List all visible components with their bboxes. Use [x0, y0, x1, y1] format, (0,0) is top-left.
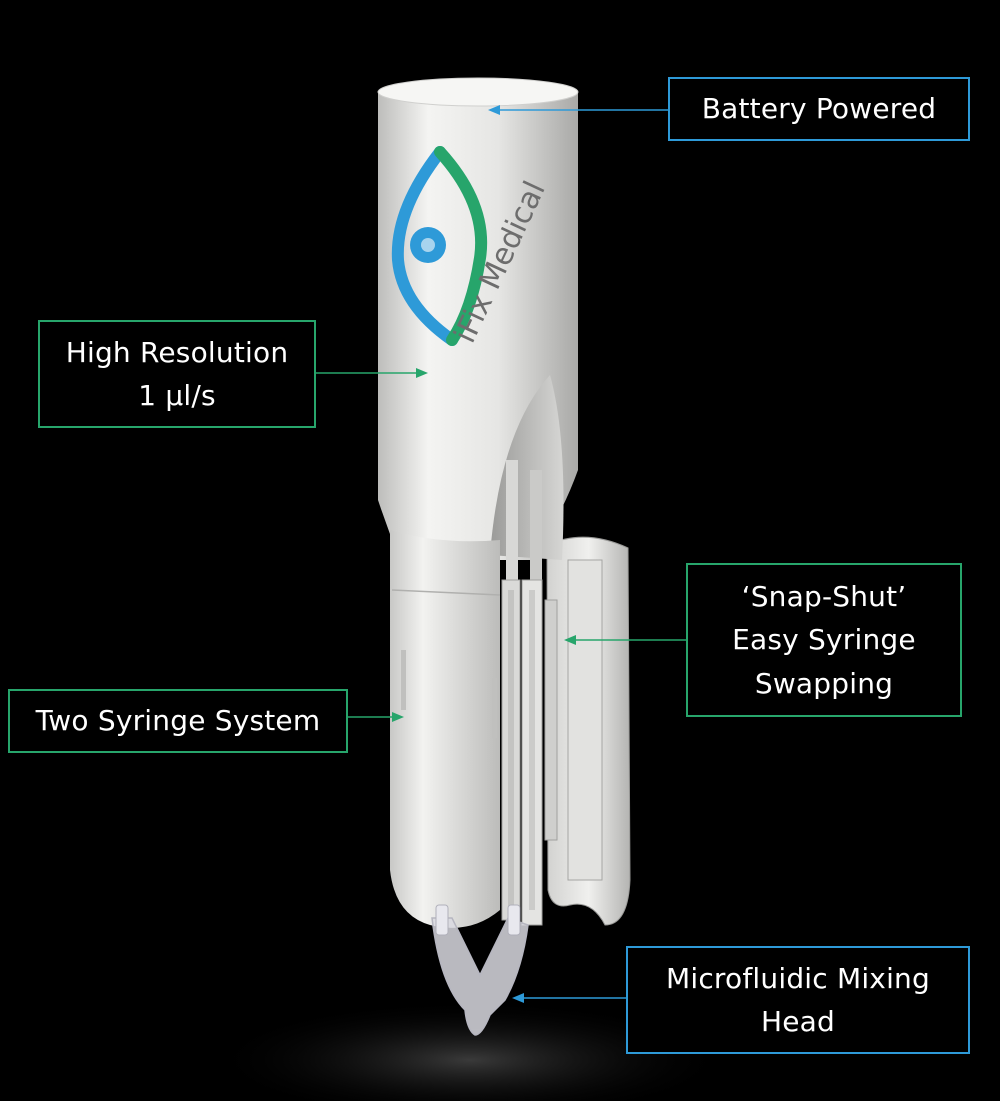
eye-icon	[391, 146, 488, 346]
callout-resolution-line-1: High Resolution	[65, 335, 289, 369]
callout-snap-line-3: Swapping	[754, 666, 894, 700]
syringe-plunger-left	[508, 590, 514, 910]
pointer-mixing	[512, 993, 626, 1003]
pointer-resolution	[315, 368, 428, 378]
casing-inner-tube	[567, 559, 603, 881]
mixing-inlet-left	[435, 904, 449, 936]
mixing-head	[431, 917, 529, 1036]
pointer-syringe	[348, 712, 404, 722]
piston-rod-left	[506, 460, 518, 580]
lower-body	[390, 530, 500, 928]
callout-two-syringe-system: Two Syringe System	[8, 689, 348, 753]
casing-hinge	[544, 599, 558, 841]
callout-battery-line-1: Battery Powered	[701, 92, 937, 126]
body-seam	[391, 589, 501, 596]
syringe-plunger-right	[529, 590, 535, 910]
callout-high-resolution: High Resolution 1 µl/s	[38, 320, 316, 428]
upper-body-top-rim	[377, 77, 579, 107]
piston-rod-right	[530, 470, 542, 580]
callout-microfluidic-mixing-head: Microfluidic Mixing Head	[626, 946, 970, 1054]
callout-battery-powered: Battery Powered	[668, 77, 970, 141]
callout-snap-shut: ‘Snap-Shut’ Easy Syringe Swapping	[686, 563, 962, 717]
floor-glow	[210, 1000, 730, 1101]
callout-syringe-line-1: Two Syringe System	[35, 704, 321, 738]
lower-slot-left	[401, 650, 406, 710]
callout-resolution-line-2: 1 µl/s	[138, 379, 216, 412]
mixing-inlet-right	[507, 904, 521, 936]
callout-snap-line-1: ‘Snap-Shut’	[741, 579, 907, 613]
pointer-snap	[564, 635, 686, 645]
callout-mixing-line-1: Microfluidic Mixing	[666, 961, 930, 995]
lower-slot-right	[492, 678, 497, 738]
callout-mixing-line-2: Head	[760, 1005, 835, 1038]
callout-snap-line-2: Easy Syringe	[732, 623, 916, 657]
pointer-battery	[488, 105, 668, 115]
